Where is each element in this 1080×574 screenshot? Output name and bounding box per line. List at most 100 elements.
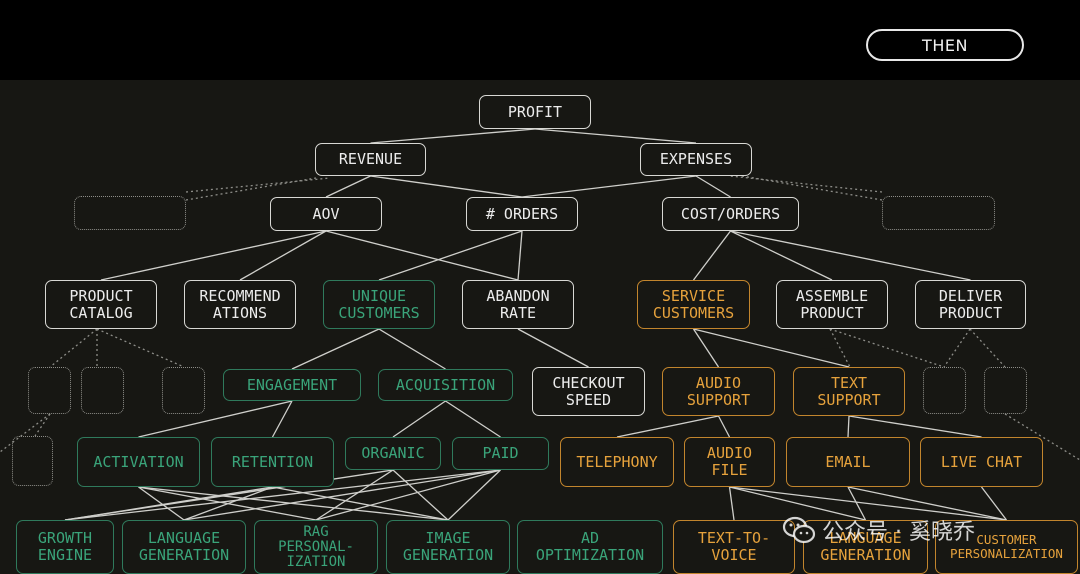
edge-expenses-to-cost-orders (695, 175, 731, 198)
dotted-connector (0, 413, 51, 453)
edge-audio-file-to-text-to-voice (728, 486, 735, 521)
edge-acquisition-to-organic (392, 400, 446, 438)
node-service-customers: SERVICE CUSTOMERS (637, 280, 750, 329)
node-assemble-product: ASSEMBLE PRODUCT (776, 280, 888, 329)
dotted-connector (829, 328, 945, 368)
node-engagement: ENGAGEMENT (223, 369, 361, 401)
edge-audio-support-to-audio-file (717, 415, 731, 438)
edge-activation-to-language-generation-g (138, 486, 185, 521)
edge-profit-to-revenue (370, 128, 536, 144)
edge-organic-to-growth-engine (64, 469, 394, 521)
node-language-generation-g: LANGUAGE GENERATION (122, 520, 246, 574)
node-live-chat: LIVE CHAT (920, 437, 1043, 487)
node-audio-file: AUDIO FILE (684, 437, 775, 487)
dotted-connector (34, 413, 51, 437)
node-rag-personalization: RAG PERSONAL- IZATION (254, 520, 378, 574)
then-button[interactable]: THEN (866, 29, 1024, 61)
node-email: EMAIL (786, 437, 910, 487)
node-abandon-rate: ABANDON RATE (462, 280, 574, 329)
node-revenue: REVENUE (315, 143, 426, 176)
node-ad-optimization: AD OPTIMIZATION (517, 520, 663, 574)
dotted-connector (729, 175, 883, 193)
edge-paid-to-growth-engine (64, 469, 501, 521)
edge-organic-to-rag-personalization (315, 469, 394, 521)
edge-paid-to-image-generation (447, 469, 501, 521)
edge-aov-to-abandon-rate (325, 230, 519, 281)
dotted-connector (96, 328, 185, 368)
edge-expenses-to-orders (521, 175, 697, 198)
node-growth-engine: GROWTH ENGINE (16, 520, 114, 574)
edge-cost-orders-to-deliver-product (730, 230, 971, 281)
edge-engagement-to-retention (271, 400, 293, 438)
node-telephony: TELEPHONY (560, 437, 674, 487)
edge-organic-to-image-generation (392, 469, 449, 521)
edge-service-customers-to-audio-support (692, 328, 720, 368)
edge-paid-to-rag-personalization (315, 469, 501, 521)
placeholder-box (74, 196, 186, 230)
edge-audio-support-to-telephony (616, 415, 719, 438)
dotted-connector (185, 177, 317, 201)
node-activation: ACTIVATION (77, 437, 200, 487)
edge-email-to-language-generation-o (847, 486, 867, 521)
edge-retention-to-language-generation-g (183, 486, 273, 521)
edge-live-chat-to-customer-personalization (980, 486, 1008, 521)
edge-acquisition-to-paid (445, 400, 501, 438)
dotted-connector (49, 328, 98, 368)
node-text-support: TEXT SUPPORT (793, 367, 905, 416)
edge-audio-file-to-language-generation-o (729, 486, 866, 521)
node-language-generation-o: LANGUAGE GENERATION (803, 520, 928, 574)
node-profit: PROFIT (479, 95, 591, 129)
node-unique-customers: UNIQUE CUSTOMERS (323, 280, 435, 329)
placeholder-box (162, 367, 205, 414)
edge-revenue-to-aov (325, 175, 371, 198)
edge-unique-customers-to-acquisition (378, 328, 446, 370)
edge-abandon-rate-to-checkout-speed (517, 328, 589, 368)
node-audio-support: AUDIO SUPPORT (662, 367, 775, 416)
node-paid: PAID (452, 437, 549, 470)
edge-orders-to-unique-customers (378, 230, 523, 281)
dotted-connector (185, 177, 331, 193)
dotted-connector (969, 328, 1006, 368)
edge-cost-orders-to-assemble-product (730, 230, 833, 281)
edge-engagement-to-activation (138, 400, 293, 438)
node-checkout-speed: CHECKOUT SPEED (532, 367, 645, 416)
node-deliver-product: DELIVER PRODUCT (915, 280, 1026, 329)
top-bar (0, 0, 1080, 80)
node-orders: # ORDERS (466, 197, 578, 231)
placeholder-box (984, 367, 1027, 414)
node-cost-orders: COST/ORDERS (662, 197, 799, 231)
placeholder-box (923, 367, 966, 414)
edge-service-customers-to-text-support (693, 328, 850, 368)
solid-connectors (64, 128, 1008, 521)
edge-aov-to-recommendations (239, 230, 327, 281)
node-recommendations: RECOMMEND ATIONS (184, 280, 296, 329)
placeholder-box (12, 436, 53, 486)
edge-aov-to-product-catalog (100, 230, 327, 281)
node-organic: ORGANIC (345, 437, 441, 470)
placeholder-box (882, 196, 995, 230)
wechat-icon (782, 516, 816, 544)
edge-text-support-to-live-chat (848, 415, 982, 438)
dotted-connector (943, 328, 971, 368)
placeholder-box (81, 367, 124, 414)
placeholder-box (28, 367, 71, 414)
edge-activation-to-image-generation (138, 486, 449, 521)
edge-text-support-to-email (847, 415, 850, 438)
dotted-connectors (0, 175, 1080, 461)
node-image-generation: IMAGE GENERATION (386, 520, 510, 574)
edge-paid-to-language-generation-g (183, 469, 501, 521)
dotted-connector (829, 328, 851, 368)
edge-email-to-customer-personalization (847, 486, 1007, 521)
node-aov: AOV (270, 197, 382, 231)
edge-profit-to-expenses (534, 128, 697, 144)
edge-cost-orders-to-service-customers (692, 230, 732, 281)
edge-revenue-to-orders (370, 175, 523, 198)
node-text-to-voice: TEXT-TO- VOICE (673, 520, 795, 574)
watermark: 公众号 · 奚晓乔 (782, 513, 975, 547)
node-product-catalog: PRODUCT CATALOG (45, 280, 157, 329)
node-expenses: EXPENSES (640, 143, 752, 176)
node-acquisition: ACQUISITION (378, 369, 513, 401)
dotted-connector (741, 175, 883, 201)
edge-audio-file-to-customer-personalization (729, 486, 1007, 521)
